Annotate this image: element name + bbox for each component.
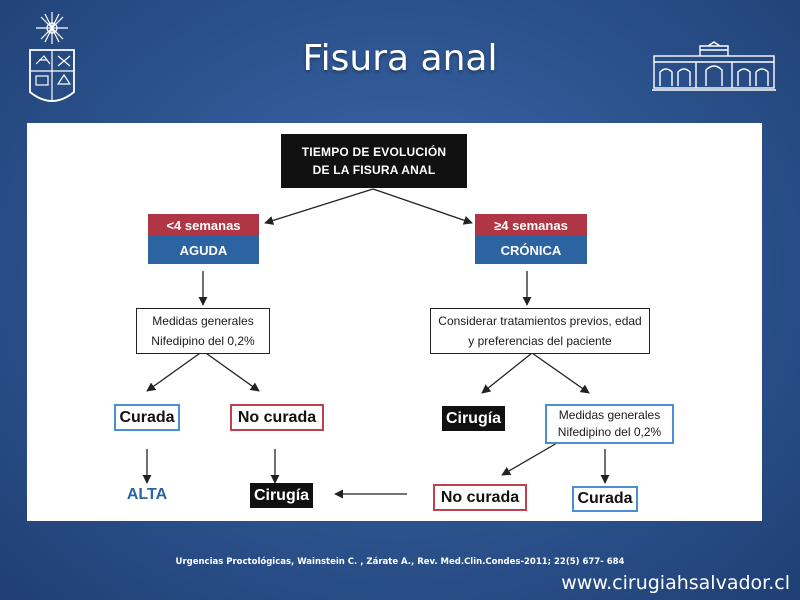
root-line-2: DE LA FISURA ANAL [312,163,436,177]
curada-left-box: Curada [114,404,180,431]
curada-right-box: Curada [572,486,638,512]
arrow-cronica-to-cirugia [481,352,533,394]
no-curada-left-box: No curada [230,404,324,431]
arrow-medidas-to-no-curada [501,442,558,476]
cronica-treatment-line-2: y preferencias del paciente [468,334,612,348]
root-node: TIEMPO DE EVOLUCIÓN DE LA FISURA ANAL [281,134,467,188]
arrow-root-to-cronica [372,188,473,225]
cirugia-bottom-box: Cirugía [250,483,313,508]
aguda-label: AGUDA [148,236,259,264]
flowchart-panel: TIEMPO DE EVOLUCIÓN DE LA FISURA ANAL <4… [27,123,762,521]
cronica-label: CRÓNICA [475,236,587,264]
university-crest-icon [29,12,75,102]
aguda-treatment-line-2: Nifedipino del 0,2% [151,334,255,348]
hospital-building-icon [652,41,776,91]
citation-text: Urgencias Proctológicas, Wainstein C. , … [175,557,625,567]
cirugia-right-box: Cirugía [442,406,505,431]
arrow-cronica-to-medidas [531,352,590,394]
no-curada-right-box: No curada [433,484,527,511]
aguda-time-label: <4 semanas [148,214,259,236]
arrow-root-to-aguda [264,188,374,225]
medidas-right-line-1: Medidas generales [558,408,661,422]
arrow-treatment-to-no-curada [202,350,260,392]
root-line-1: TIEMPO DE EVOLUCIÓN [301,145,447,159]
alta-label: ALTA [126,486,168,503]
website-url: www.cirugiahsalvador.cl [561,572,790,594]
cronica-treatment-line-1: Considerar tratamientos previos, edad [438,314,642,328]
slide-title: Fisura anal [302,38,498,79]
medidas-right-line-2: Nifedipino del 0,2% [557,425,662,439]
cronica-treatment-box: Considerar tratamientos previos, edad y … [430,308,650,354]
medidas-right-box: Medidas generales Nifedipino del 0,2% [545,404,674,444]
aguda-treatment-line-1: Medidas generales [152,314,254,328]
cronica-time-label: ≥4 semanas [475,214,587,236]
flowchart-connectors [142,188,610,499]
arrow-treatment-to-curada [146,350,204,392]
aguda-treatment-box: Medidas generales Nifedipino del 0,2% [136,308,270,354]
